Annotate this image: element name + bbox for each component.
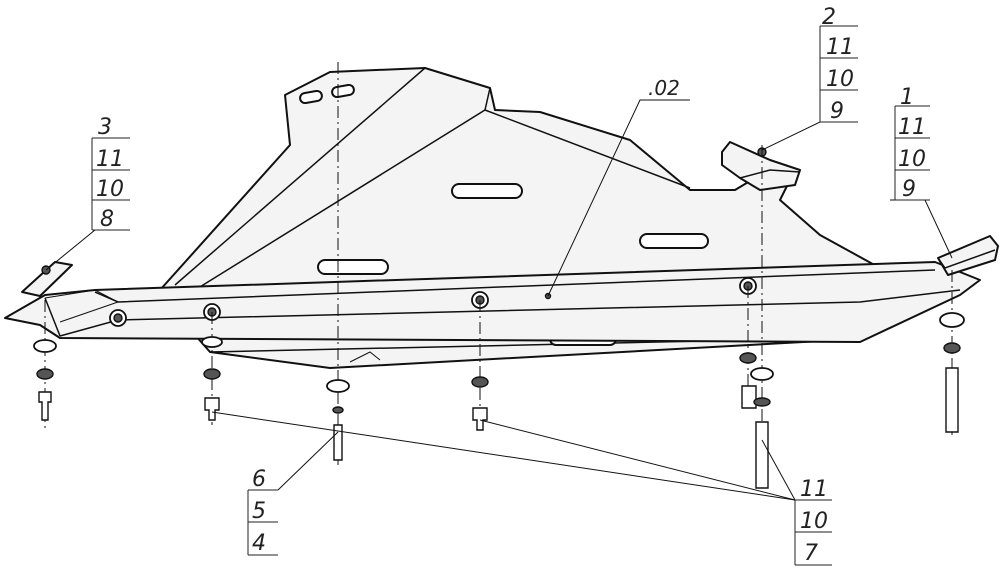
callout-1-line-2: 11 [898, 115, 926, 140]
callout-3-line-4: 8 [100, 207, 114, 232]
callout-2: 2 11 10 9 [819, 5, 858, 124]
part-label: .02 [648, 76, 680, 100]
callout-2-line-3: 10 [826, 67, 854, 92]
callout-1-line-3: 10 [898, 147, 926, 172]
bracket-left [21, 261, 73, 297]
fasteners [33, 312, 965, 489]
callout-2-line-1: 2 [822, 5, 836, 30]
callout-3-line-3: 10 [96, 177, 124, 202]
callout-1: 1 11 10 9 [894, 85, 930, 202]
side-rail [4, 261, 981, 343]
callout-5-line-1: 11 [800, 477, 828, 502]
callout-3-line-2: 11 [96, 147, 124, 172]
bracket-top [721, 141, 801, 191]
callout-1-line-4: 9 [902, 177, 916, 202]
callout-3: 3 11 10 8 [91, 115, 130, 232]
callout-4-line-3: 4 [252, 531, 266, 556]
callout-2-line-4: 9 [830, 99, 844, 124]
callout-4-line-2: 5 [252, 499, 266, 524]
callout-5-line-3: 7 [804, 541, 818, 566]
callout-4: 6 5 4 [247, 467, 278, 556]
callout-5: 11 10 7 [794, 477, 832, 566]
callout-4-line-1: 6 [252, 467, 266, 492]
skid-plate [159, 67, 881, 299]
callout-5-line-2: 10 [800, 509, 828, 534]
callout-1-line-1: 1 [900, 85, 914, 110]
bracket-right [937, 235, 999, 276]
callout-2-line-2: 11 [826, 35, 854, 60]
callout-3-line-1: 3 [98, 115, 112, 140]
